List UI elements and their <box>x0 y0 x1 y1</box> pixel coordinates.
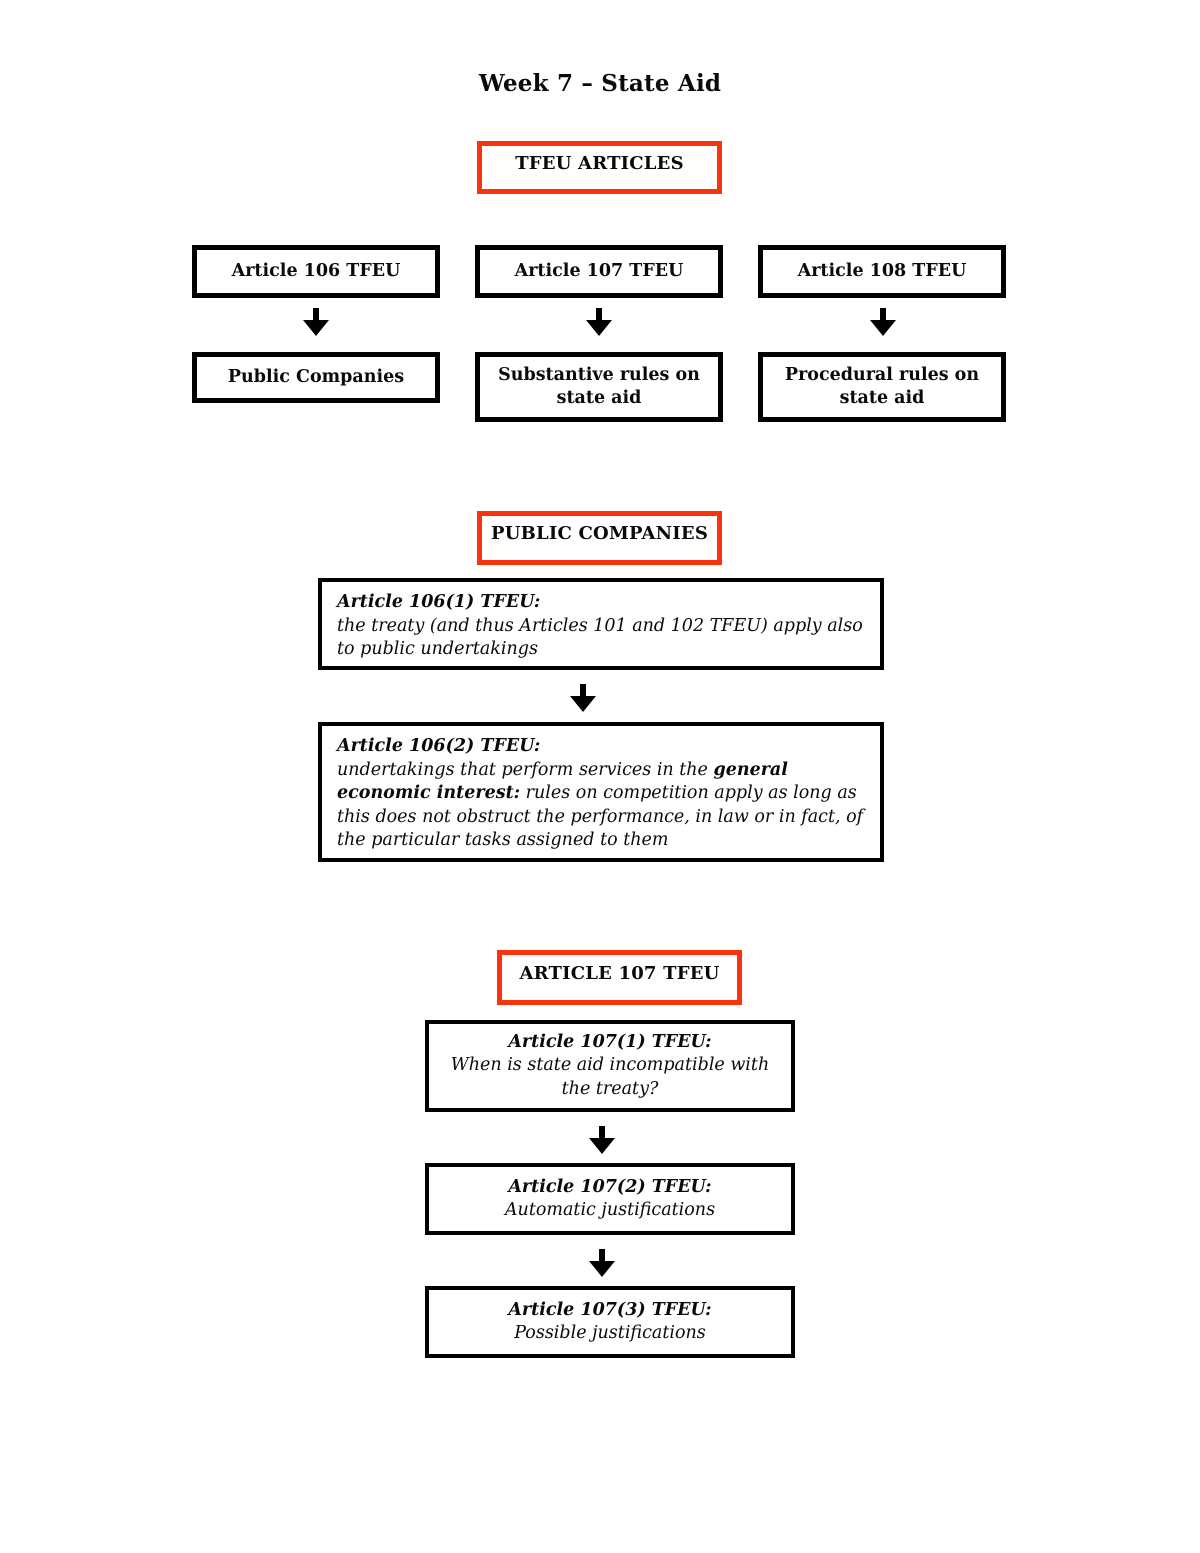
down-arrow-icon <box>589 1249 615 1277</box>
node-public-companies: Public Companies <box>192 352 440 403</box>
down-arrow-icon <box>303 308 329 336</box>
node-label: Procedural rules on state aid <box>784 365 980 408</box>
box-body: the treaty (and thus Articles 101 and 10… <box>337 615 863 660</box>
node-label: Article 107 TFEU <box>514 261 684 281</box>
box-article-107-3: Article 107(3) TFEU: Possible justificat… <box>425 1286 795 1358</box>
node-article-108-tfeu: Article 108 TFEU <box>758 245 1006 298</box>
box-article-107-2: Article 107(2) TFEU: Automatic justifica… <box>425 1163 795 1235</box>
box-heading: Article 107(2) TFEU: <box>508 1176 712 1197</box>
section-header-public-companies: PUBLIC COMPANIES <box>477 511 722 565</box>
box-heading: Article 106(2) TFEU: <box>337 736 541 756</box>
node-label: Article 108 TFEU <box>797 261 967 281</box>
box-article-106-1: Article 106(1) TFEU: the treaty (and thu… <box>318 578 884 670</box>
page-title: Week 7 – State Aid <box>478 70 722 97</box>
node-substantive-rules: Substantive rules on state aid <box>475 352 723 422</box>
section-header-label: TFEU ARTICLES <box>515 152 684 174</box>
node-label: Substantive rules on state aid <box>498 365 700 408</box>
node-article-107-tfeu: Article 107 TFEU <box>475 245 723 298</box>
box-body: Automatic justifications <box>504 1200 716 1220</box>
box-body: Possible justifications <box>514 1323 706 1343</box>
section-header-label: PUBLIC COMPANIES <box>490 523 709 544</box>
section-header-article-107: ARTICLE 107 TFEU <box>497 950 742 1005</box>
node-label: Article 106 TFEU <box>231 261 401 281</box>
box-article-106-2: Article 106(2) TFEU: undertakings that p… <box>318 722 884 862</box>
node-procedural-rules: Procedural rules on state aid <box>758 352 1006 422</box>
down-arrow-icon <box>870 308 896 336</box>
node-label: Public Companies <box>227 367 405 387</box>
box-heading: Article 106(1) TFEU: <box>337 592 541 612</box>
box-body: When is state aid incompatible with the … <box>450 1055 770 1099</box>
node-article-106-tfeu: Article 106 TFEU <box>192 245 440 298</box>
section-header-label: ARTICLE 107 TFEU <box>519 962 720 984</box>
section-header-tfeu-articles: TFEU ARTICLES <box>477 141 722 194</box>
down-arrow-icon <box>589 1126 615 1154</box>
down-arrow-icon <box>586 308 612 336</box>
box-body-text: undertakings that perform services in th… <box>337 759 714 780</box>
box-article-107-1: Article 107(1) TFEU: When is state aid i… <box>425 1020 795 1112</box>
box-heading: Article 107(3) TFEU: <box>508 1299 712 1320</box>
box-body: undertakings that perform services in th… <box>337 759 865 853</box>
box-body-text: rules on competition apply as long as th… <box>337 783 864 850</box>
down-arrow-icon <box>570 684 596 712</box>
box-heading: Article 107(1) TFEU: <box>508 1031 712 1052</box>
box-body-emphasis: general economic interest: <box>337 759 788 804</box>
